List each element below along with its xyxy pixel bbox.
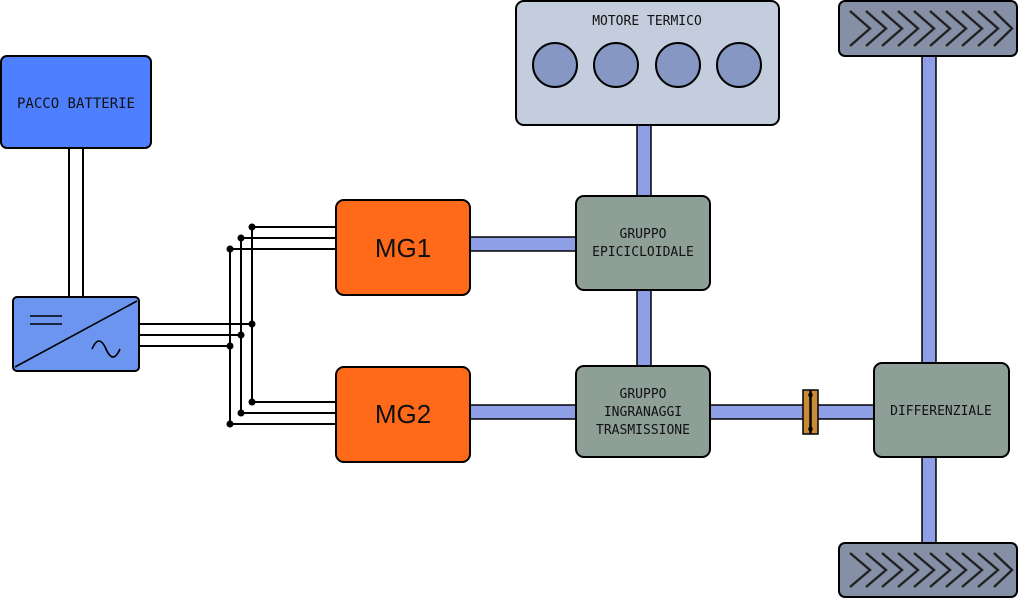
differential: DIFFERENZIALE xyxy=(873,362,1010,458)
cylinder xyxy=(716,42,762,88)
planetary-label-1: GRUPPO xyxy=(620,227,667,242)
transmission-label-1: GRUPPO xyxy=(620,387,667,402)
combustion-engine: MOTORE TERMICO xyxy=(515,0,780,126)
battery-label: PACCO BATTERIE xyxy=(17,96,135,112)
cylinders xyxy=(532,42,762,88)
battery-pack: PACCO BATTERIE xyxy=(0,55,152,149)
wiring-junctions xyxy=(226,223,256,428)
mg2-label: MG2 xyxy=(375,399,431,429)
cylinder xyxy=(655,42,701,88)
transmission-gear-set: GRUPPO INGRANAGGI TRASMISSIONE xyxy=(575,365,711,458)
transmission-label-3: TRASMISSIONE xyxy=(596,423,690,438)
cylinder xyxy=(593,42,639,88)
tire-tread-icon xyxy=(849,552,1014,588)
tire-upper xyxy=(838,0,1018,57)
shaft-coupling-icon xyxy=(802,389,819,435)
inverter xyxy=(12,296,140,372)
shaft-mg1-planetary xyxy=(468,236,578,252)
planetary-gear-set: GRUPPO EPICICLOIDALE xyxy=(575,195,711,291)
differential-label: DIFFERENZIALE xyxy=(890,404,992,419)
cylinder xyxy=(532,42,578,88)
engine-label: MOTORE TERMICO xyxy=(592,14,702,29)
transmission-label-2: INGRANAGGI xyxy=(604,405,682,420)
dc-ac-inverter-icon xyxy=(14,300,138,368)
tire-tread-icon xyxy=(849,10,1014,47)
shaft-planetary-transmission xyxy=(636,289,652,367)
mg2: MG2 xyxy=(335,366,471,463)
planetary-label-2: EPICICLOIDALE xyxy=(592,245,694,260)
axle-upper xyxy=(921,55,937,365)
three-phase-wiring xyxy=(140,226,336,425)
shaft-engine-planetary xyxy=(636,124,652,198)
mg1-label: MG1 xyxy=(375,233,431,263)
tire-lower xyxy=(838,542,1018,598)
mg1: MG1 xyxy=(335,199,471,296)
shaft-transmission-differential xyxy=(709,404,876,420)
dc-link xyxy=(68,146,84,300)
axle-lower xyxy=(921,455,937,545)
mechanical-shafts xyxy=(468,55,937,545)
shaft-mg2-transmission xyxy=(468,404,578,420)
